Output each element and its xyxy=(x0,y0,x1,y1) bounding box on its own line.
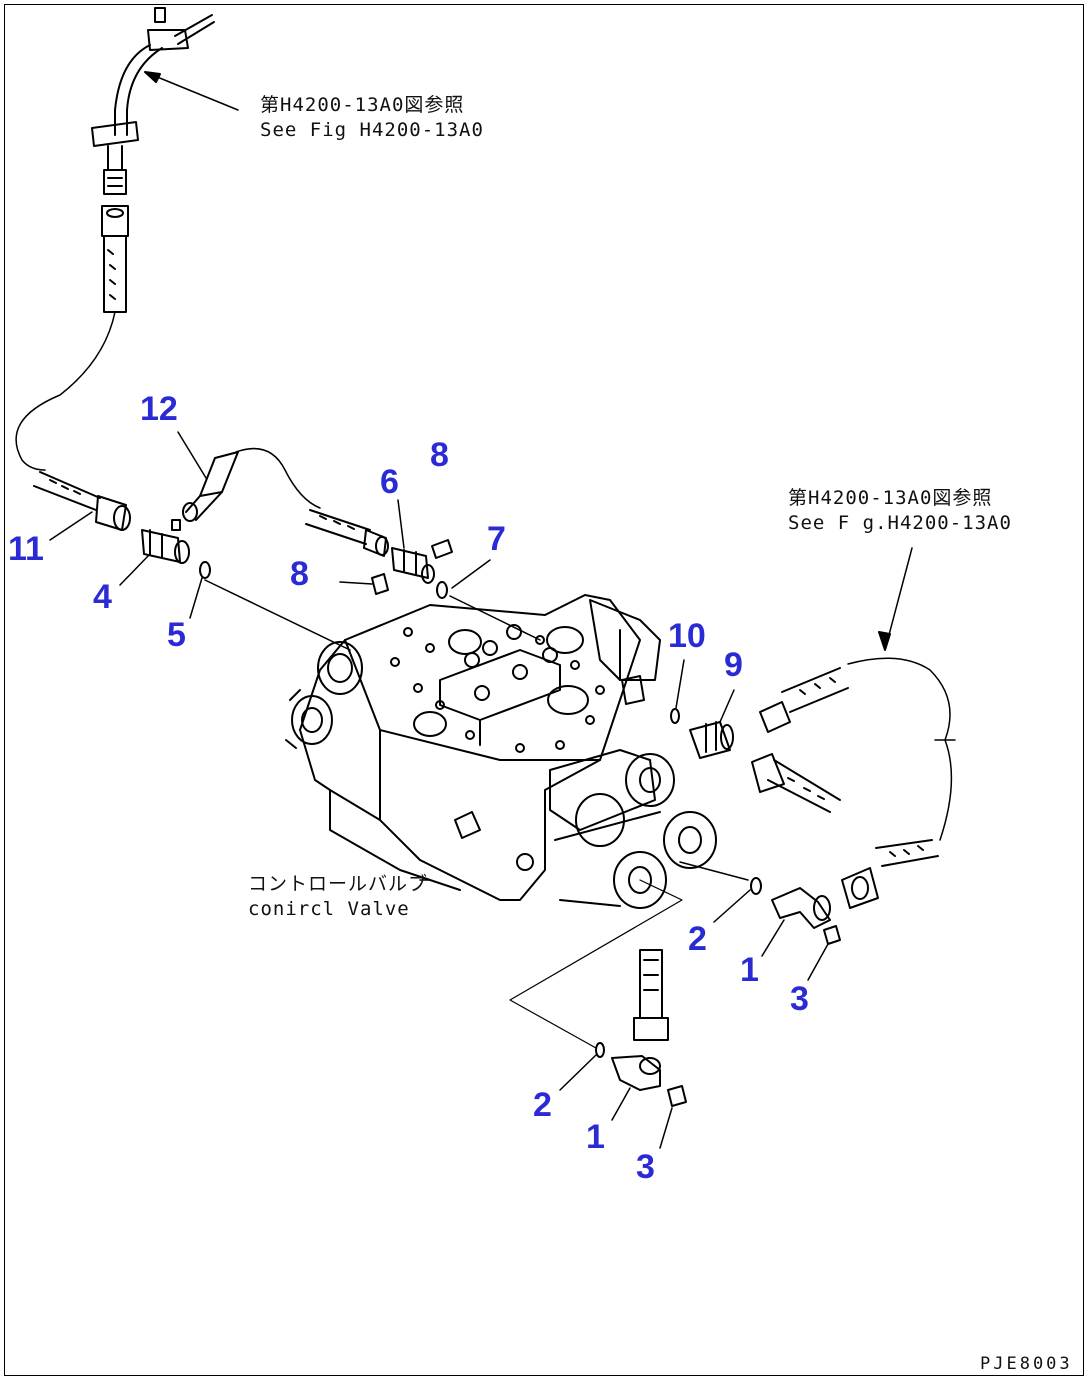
callout-8: 8 xyxy=(290,555,309,593)
plug-8-shape xyxy=(371,573,389,595)
callout-10: 10 xyxy=(668,617,706,655)
callout-6: 6 xyxy=(380,463,399,501)
callout-2-lower: 2 xyxy=(533,1086,552,1124)
callout-12: 12 xyxy=(140,390,178,428)
component-jp: コントロールバルブ xyxy=(248,873,429,895)
elbow-1-lower xyxy=(509,879,687,1107)
reference-right-en: See F g.H4200-13A0 xyxy=(788,511,1012,534)
callout-3-lower: 3 xyxy=(636,1148,655,1186)
o-ring-2-right-shape xyxy=(750,877,762,895)
callout-1-lower: 1 xyxy=(586,1118,605,1156)
callout-1-right: 1 xyxy=(740,951,759,989)
plug-3-lower-shape xyxy=(667,1085,687,1107)
o-ring-7-shape xyxy=(436,581,448,599)
adapter-9-shape xyxy=(689,721,731,759)
o-ring-10-shape xyxy=(670,708,680,724)
callout-3-right: 3 xyxy=(790,980,809,1018)
callout-11: 11 xyxy=(8,530,44,568)
callout-4: 4 xyxy=(93,578,112,616)
callout-9: 9 xyxy=(724,646,743,684)
adapter-4 xyxy=(141,519,351,651)
plug-3-right-shape xyxy=(823,925,841,945)
hose-11 xyxy=(33,471,131,531)
control-valve-body xyxy=(285,594,717,909)
reference-note-top: 第H4200-13A0図参照 See Fig H4200-13A0 xyxy=(260,93,484,142)
component-en: conircl Valve xyxy=(248,897,410,920)
tee-6 xyxy=(371,539,541,641)
reference-top-jp: 第H4200-13A0図参照 xyxy=(260,94,465,116)
reference-right-jp: 第H4200-13A0図参照 xyxy=(788,487,993,509)
o-ring-2-lower-shape xyxy=(595,1042,605,1058)
leader-lines xyxy=(49,431,829,1149)
right-hose-assembly xyxy=(670,547,956,909)
o-ring-5-shape xyxy=(199,561,211,579)
reference-top-en: See Fig H4200-13A0 xyxy=(260,118,484,141)
callout-8-top: 8 xyxy=(430,436,449,474)
callout-5: 5 xyxy=(167,616,186,654)
reference-note-right: 第H4200-13A0図参照 See F g.H4200-13A0 xyxy=(788,486,1012,535)
hose-12 xyxy=(182,447,321,522)
hose-to-6 xyxy=(305,509,389,557)
callout-7: 7 xyxy=(487,520,506,558)
hose-assembly-top xyxy=(15,7,239,471)
diagram-frame xyxy=(4,4,1084,1376)
callout-2-right: 2 xyxy=(688,920,707,958)
component-label: コントロールバルブ conircl Valve xyxy=(248,872,428,921)
drawing-code: PJE8003 xyxy=(980,1354,1073,1374)
elbow-1-right xyxy=(679,861,841,945)
